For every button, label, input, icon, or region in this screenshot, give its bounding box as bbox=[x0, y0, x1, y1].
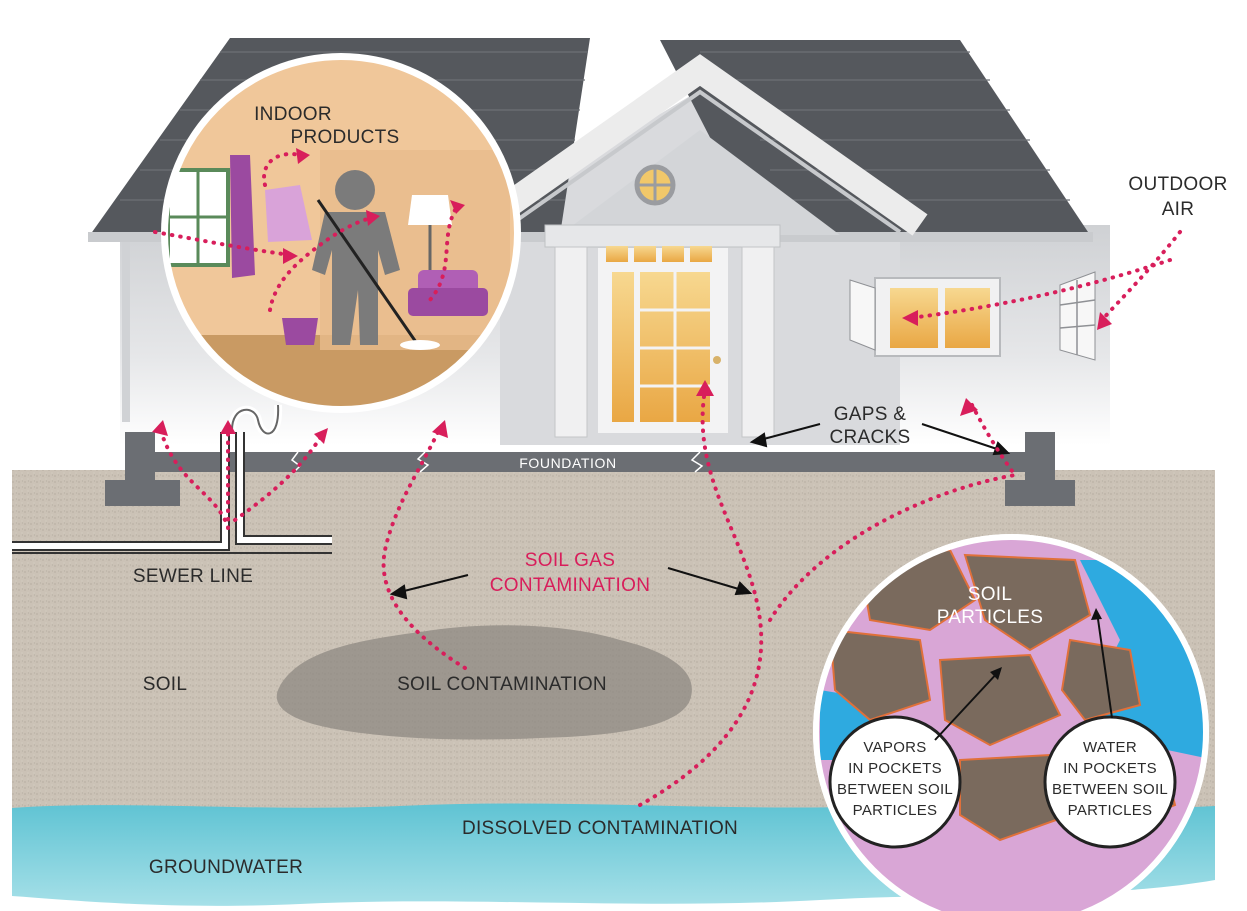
water-label-3: BETWEEN SOIL bbox=[1052, 781, 1168, 798]
label-arrows bbox=[389, 423, 1011, 600]
foundation-label: FOUNDATION bbox=[519, 455, 617, 471]
vapors-label-3: BETWEEN SOIL bbox=[837, 781, 953, 798]
vapor-pathways bbox=[153, 152, 1182, 807]
soil-particles-label-1: SOIL bbox=[968, 584, 1013, 605]
vapors-label-2: IN POCKETS bbox=[848, 760, 942, 777]
indoor-products-label-1: INDOOR bbox=[254, 104, 332, 125]
water-label-2: IN POCKETS bbox=[1063, 760, 1157, 777]
vapors-label-1: VAPORS bbox=[863, 739, 926, 756]
gaps-cracks-label-1: GAPS & bbox=[834, 404, 907, 425]
soil-closeup-icon bbox=[813, 534, 1209, 911]
gaps-cracks-label-2: CRACKS bbox=[830, 427, 911, 448]
pathway-arrowheads bbox=[152, 148, 1112, 444]
water-label-4: PARTICLES bbox=[1068, 802, 1153, 819]
groundwater-label: GROUNDWATER bbox=[149, 857, 303, 878]
water-label-1: WATER bbox=[1083, 739, 1137, 756]
sewer-line bbox=[12, 404, 332, 554]
soil-gas-label-1: SOIL GAS bbox=[525, 550, 615, 571]
outdoor-air-label-2: AIR bbox=[1162, 199, 1195, 220]
dissolved-contamination-label: DISSOLVED CONTAMINATION bbox=[462, 818, 738, 839]
foundation-slab bbox=[105, 432, 1075, 506]
soil-gas-label-2: CONTAMINATION bbox=[490, 575, 650, 596]
sewer-line-label: SEWER LINE bbox=[133, 566, 253, 587]
soil-particles-label-2: PARTICLES bbox=[937, 607, 1044, 628]
vapors-label-4: PARTICLES bbox=[853, 802, 938, 819]
soil-contamination-blob bbox=[276, 625, 692, 740]
soil-label: SOIL bbox=[143, 674, 188, 695]
outdoor-air-label-1: OUTDOOR bbox=[1128, 174, 1227, 195]
text-labels: INDOOR PRODUCTS OUTDOOR AIR GAPS & CRACK… bbox=[133, 104, 1227, 878]
indoor-products-label-2: PRODUCTS bbox=[290, 127, 399, 148]
indoor-scene-icon bbox=[161, 53, 521, 413]
soil-contamination-label: SOIL CONTAMINATION bbox=[397, 674, 607, 695]
